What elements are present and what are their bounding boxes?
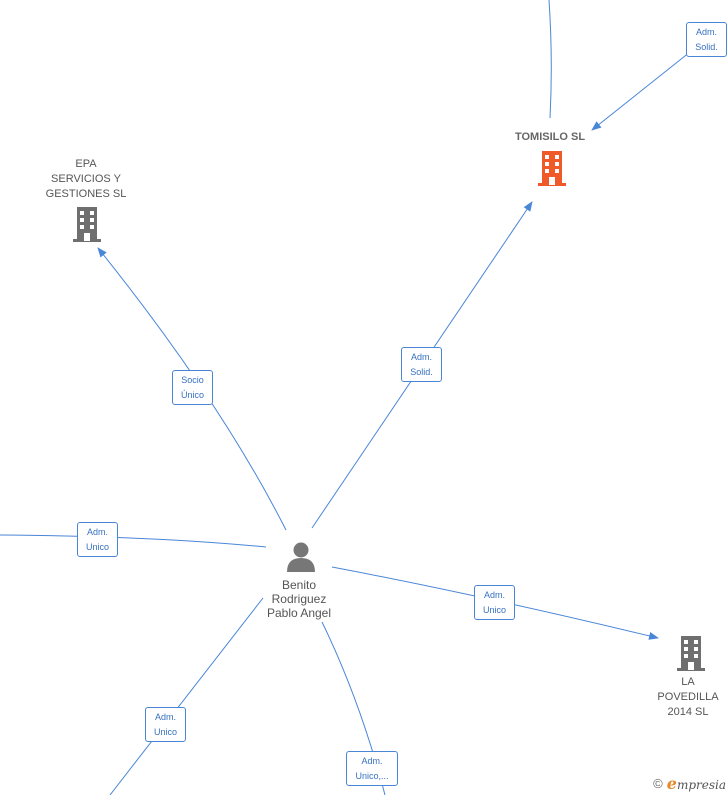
node-label-povedilla[interactable]: LA POVEDILLA 2014 SL — [657, 676, 719, 718]
edge-top-to-tomisilo — [548, 0, 552, 119]
empresia-watermark: © empresia — [653, 774, 726, 793]
edge-label-adm-unico-right[interactable]: Adm. Unico — [474, 585, 515, 620]
edge-label-adm-unico-bottom[interactable]: Adm. Unico,... — [346, 751, 398, 786]
node-label-benito[interactable]: Benito Rodriguez Pablo Angel — [266, 578, 332, 620]
edge-label-socio-unico[interactable]: Socio Único — [172, 370, 213, 405]
edge-label-adm-solid-center[interactable]: Adm. Solid. — [401, 347, 442, 382]
edge-bottomleft-to-benito — [109, 597, 264, 795]
brand-logo: empresia — [666, 774, 726, 793]
building-icon[interactable] — [71, 207, 103, 243]
edge-label-adm-unico-left[interactable]: Adm. Unico — [77, 522, 118, 557]
edge-label-adm-solid-top[interactable]: Adm. Solid. — [686, 22, 727, 57]
edge-label-adm-unico-bottom-left[interactable]: Adm. Unico — [145, 707, 186, 742]
building-icon[interactable] — [675, 636, 707, 672]
node-label-epa[interactable]: EPA SERVICIOS Y GESTIONES SL — [45, 158, 127, 200]
copyright-icon: © — [653, 776, 663, 791]
building-icon-highlighted[interactable] — [536, 151, 568, 187]
person-icon[interactable] — [286, 541, 316, 573]
node-label-tomisilo[interactable]: TOMISILO SL — [514, 131, 586, 143]
edge-admsolid-to-tomisilo — [591, 51, 691, 131]
edge-left-to-benito — [0, 534, 267, 548]
